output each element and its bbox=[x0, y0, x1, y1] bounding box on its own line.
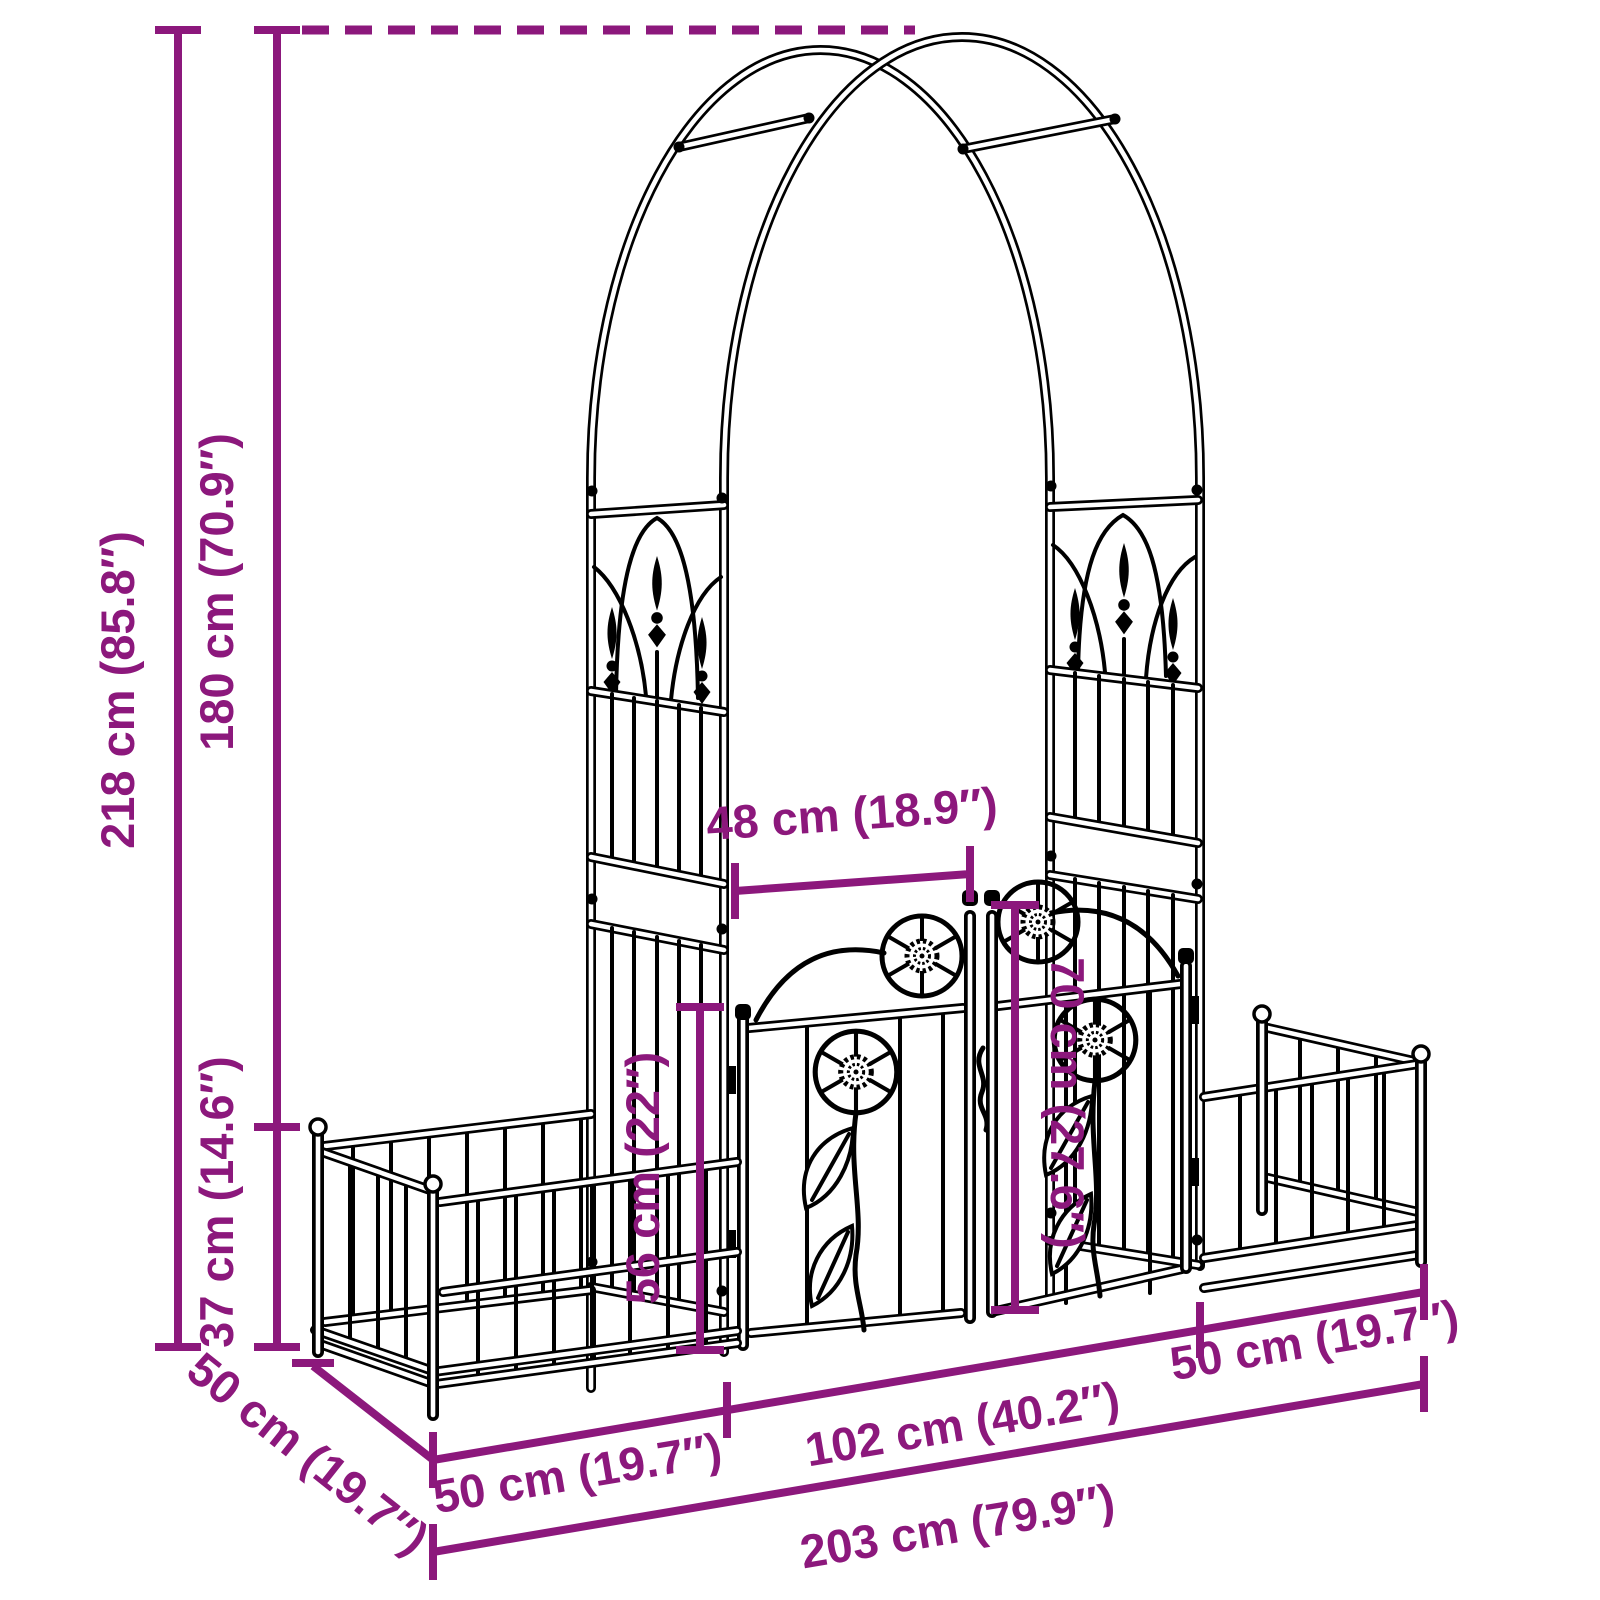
post-cap bbox=[308, 1117, 328, 1137]
arch-frames bbox=[591, 37, 1200, 1388]
dim-upper-height-and-planter-height: 180 cm (70.9″) 37 cm (14.6″) bbox=[190, 26, 300, 1351]
wheel-flower-ornament bbox=[998, 882, 1078, 962]
flower-stem bbox=[1090, 1078, 1103, 1299]
dim-label-gate-side-height: 56 cm (22″) bbox=[616, 1052, 669, 1304]
left-planter bbox=[308, 1114, 737, 1415]
dim-label-upper-height: 180 cm (70.9″) bbox=[190, 433, 243, 751]
post-cap bbox=[1411, 1044, 1431, 1064]
post-cap bbox=[735, 1004, 751, 1020]
flower-stem bbox=[851, 1110, 867, 1333]
hinge bbox=[1190, 996, 1199, 1024]
left-gate bbox=[727, 890, 978, 1345]
wheel-flower-ornament bbox=[815, 1031, 897, 1113]
hinge bbox=[727, 1230, 736, 1258]
gate-scroll-ornament bbox=[1048, 907, 1181, 979]
left-trellis-panel bbox=[591, 505, 724, 1312]
garden-arch-line-art bbox=[308, 37, 1431, 1415]
hinge bbox=[727, 1066, 736, 1094]
wheel-flower-ornament bbox=[882, 916, 962, 996]
post-cap bbox=[423, 1174, 443, 1194]
dim-label-gate-leaf-width: 48 cm (18.9″) bbox=[705, 777, 1000, 850]
dim-width-segments: 50 cm (19.7″) 102 cm (40.2″) 50 cm (19.7… bbox=[429, 1264, 1462, 1523]
right-planter bbox=[1204, 1004, 1431, 1288]
bolts bbox=[586, 112, 1203, 1297]
dim-label-total-height: 218 cm (85.8″) bbox=[91, 531, 144, 849]
gate-latch bbox=[976, 1045, 990, 1133]
dim-label-planter-height: 37 cm (14.6″) bbox=[190, 1056, 243, 1348]
spear-finial-icon bbox=[1164, 598, 1182, 685]
dim-label-total-width: 203 cm (79.9″) bbox=[796, 1473, 1118, 1578]
post-cap bbox=[1178, 948, 1194, 964]
post-cap bbox=[1252, 1004, 1272, 1024]
dim-gate-leaf-width: 48 cm (18.9″) bbox=[705, 777, 1000, 919]
dim-gate-side-height: 56 cm (22″) bbox=[616, 1003, 724, 1354]
dim-total-height: 218 cm (85.8″) bbox=[91, 26, 201, 1351]
dim-label-right-planter-width: 50 cm (19.7″) bbox=[1166, 1289, 1462, 1390]
spear-finial-icon bbox=[1115, 543, 1133, 635]
dimension-annotations: 218 cm (85.8″) 180 cm (70.9″) 37 cm (14.… bbox=[91, 25, 1462, 1580]
hinge bbox=[1190, 1158, 1199, 1186]
right-gate bbox=[976, 882, 1199, 1312]
dim-label-gate-center-height: 70 cm (27.6″) bbox=[1041, 957, 1094, 1249]
gate-scroll-ornament bbox=[753, 947, 887, 1023]
right-trellis-panel bbox=[1050, 500, 1198, 1265]
dim-gate-center-height: 70 cm (27.6″) bbox=[991, 901, 1094, 1314]
spear-finial-icon bbox=[648, 556, 666, 648]
